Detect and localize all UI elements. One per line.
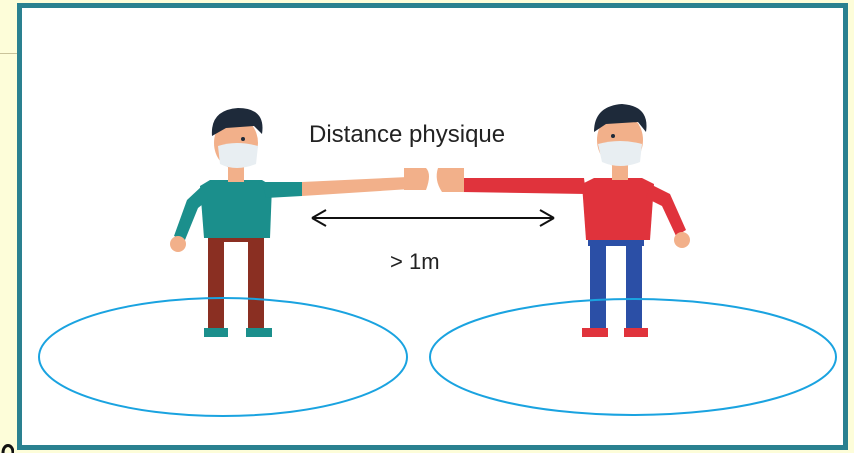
corner-glyph-icon xyxy=(1,444,14,453)
caption-text: Distance physique xyxy=(309,121,506,148)
left-person-figure xyxy=(170,108,429,337)
illustration-frame: Distance physique > 1m xyxy=(17,3,848,450)
right-distance-circle xyxy=(429,298,837,416)
distance-arrow xyxy=(311,209,555,227)
illustration xyxy=(38,104,837,417)
left-distance-circle xyxy=(38,297,408,417)
distance-label: > 1m xyxy=(390,249,440,274)
right-person-figure xyxy=(436,104,690,337)
